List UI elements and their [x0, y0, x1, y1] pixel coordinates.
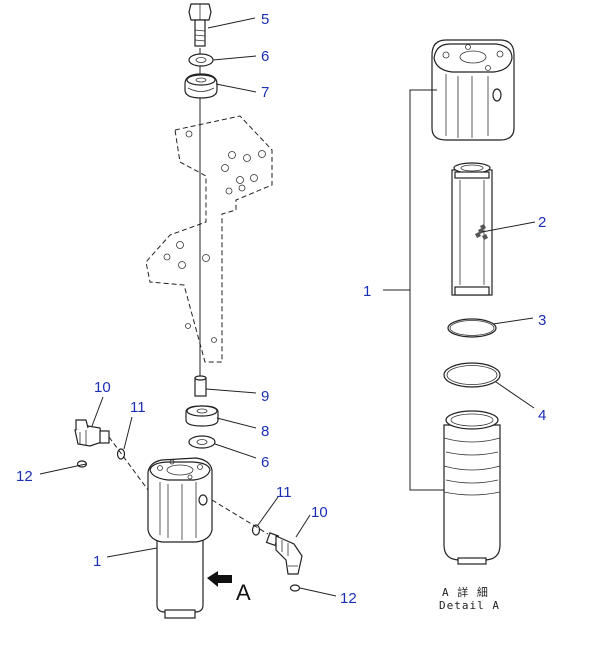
callout-3: 3 — [538, 312, 546, 329]
callout-12-left: 12 — [16, 468, 33, 485]
callout-6-top: 6 — [261, 48, 269, 65]
o-ring-3 — [447, 318, 497, 338]
callout-2: 2 — [538, 214, 546, 231]
o-ring-right — [251, 524, 261, 536]
elbow-fitting-right — [265, 532, 303, 575]
callout-8: 8 — [261, 423, 269, 440]
callout-1-right: 1 — [363, 283, 371, 300]
callout-5: 5 — [261, 11, 269, 28]
callout-1-left: 1 — [93, 553, 101, 570]
detail-filter-bowl — [443, 410, 501, 565]
bolt — [188, 3, 212, 47]
detail-caption: A 詳 細 Detail A — [439, 585, 500, 612]
callout-9: 9 — [261, 388, 269, 405]
callout-4: 4 — [538, 407, 546, 424]
filter-element — [451, 162, 493, 296]
o-ring-small-right — [289, 584, 301, 592]
callout-labels: 5 6 7 9 8 6 10 11 12 11 10 12 1 1 2 3 4 — [16, 11, 546, 607]
detail-filter-head — [431, 39, 515, 141]
washer-top — [188, 53, 214, 67]
mounting-bracket — [145, 115, 273, 363]
rubber-mount-top — [184, 73, 218, 99]
fitting-axis-left — [108, 436, 149, 491]
elbow-fitting-left — [74, 419, 110, 447]
detail-caption-en: Detail A — [439, 599, 500, 612]
detail-group-bracket — [409, 89, 444, 491]
backup-ring-4 — [443, 362, 501, 388]
rubber-mount-bottom — [185, 405, 219, 427]
leader-lines — [39, 17, 536, 597]
callout-12-right: 12 — [340, 590, 357, 607]
view-arrow-label: A — [236, 580, 251, 605]
callout-10-left: 10 — [94, 379, 111, 396]
callout-6-mid: 6 — [261, 454, 269, 471]
filter-assembly — [147, 457, 213, 619]
washer-bottom — [188, 435, 216, 449]
fitting-axis-right — [211, 499, 269, 535]
detail-caption-jp: A 詳 細 — [442, 585, 489, 599]
collar-sleeve — [194, 375, 207, 397]
callout-11-left: 11 — [130, 399, 146, 416]
callout-11-right: 11 — [276, 484, 292, 501]
callout-10-right: 10 — [311, 504, 328, 521]
callout-7: 7 — [261, 84, 269, 101]
view-arrow-a: A — [207, 571, 251, 605]
